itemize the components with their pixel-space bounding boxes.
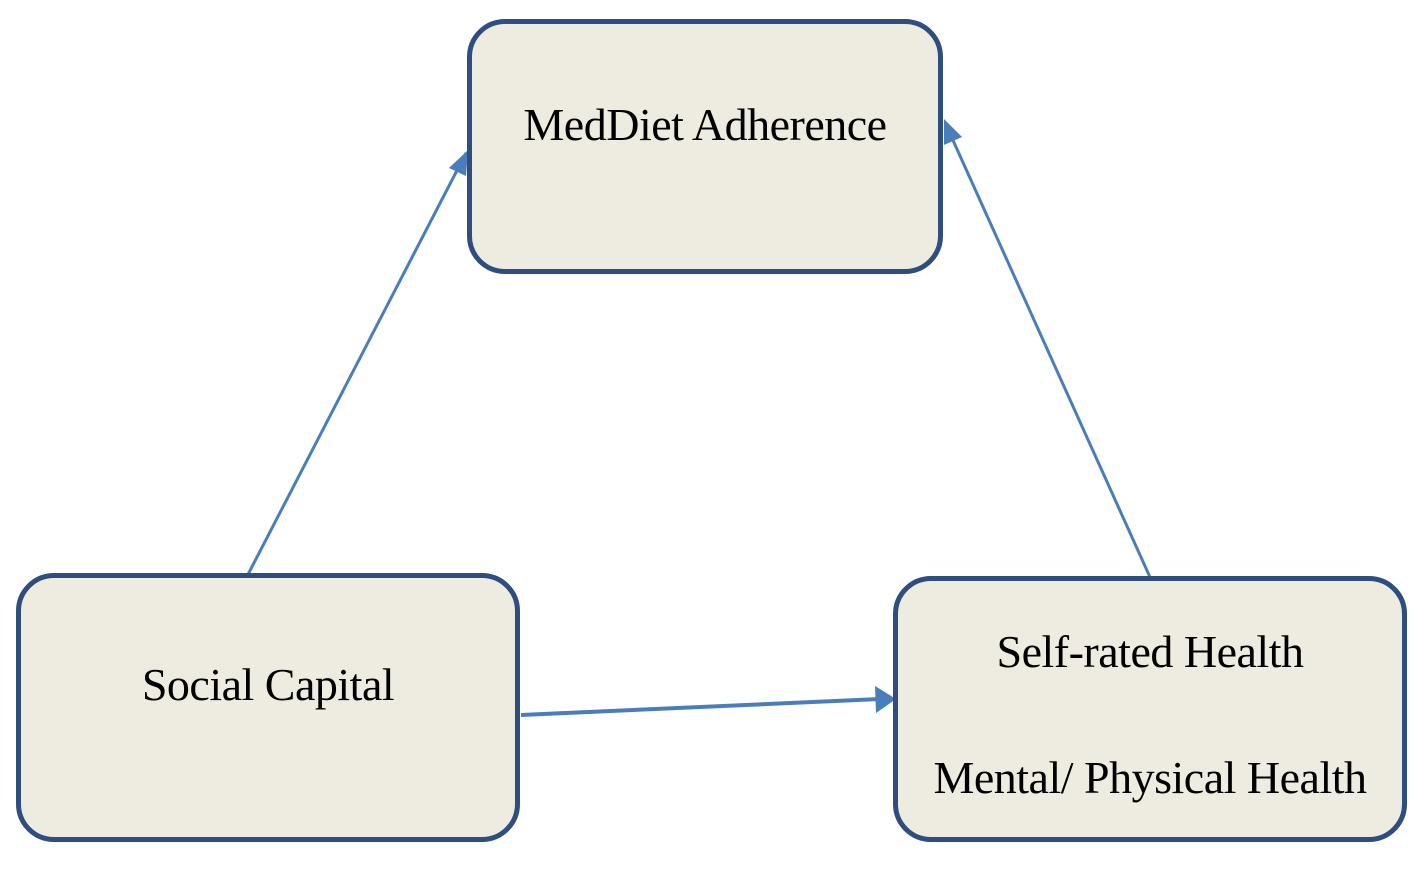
node-meddiet-adherence: MedDiet Adherence — [467, 19, 943, 274]
arrow-health-to-meddiet — [945, 126, 1165, 607]
arrow-social-to-health — [520, 697, 881, 717]
node-health-label-line1: Self-rated Health — [996, 626, 1304, 677]
node-health-label-line2: Mental/ Physical Health — [933, 752, 1367, 803]
arrowhead-social-to-meddiet — [449, 150, 468, 176]
arrowhead-social-to-health — [875, 686, 896, 713]
node-self-rated-health: Self-rated Health Mental/ Physical Healt… — [893, 576, 1407, 842]
arrow-social-to-meddiet — [239, 152, 468, 589]
node-social-capital: Social Capital — [16, 573, 520, 842]
node-meddiet-label: MedDiet Adherence — [523, 99, 887, 150]
node-social-label: Social Capital — [141, 659, 395, 710]
arrowhead-health-to-meddiet — [944, 119, 962, 145]
